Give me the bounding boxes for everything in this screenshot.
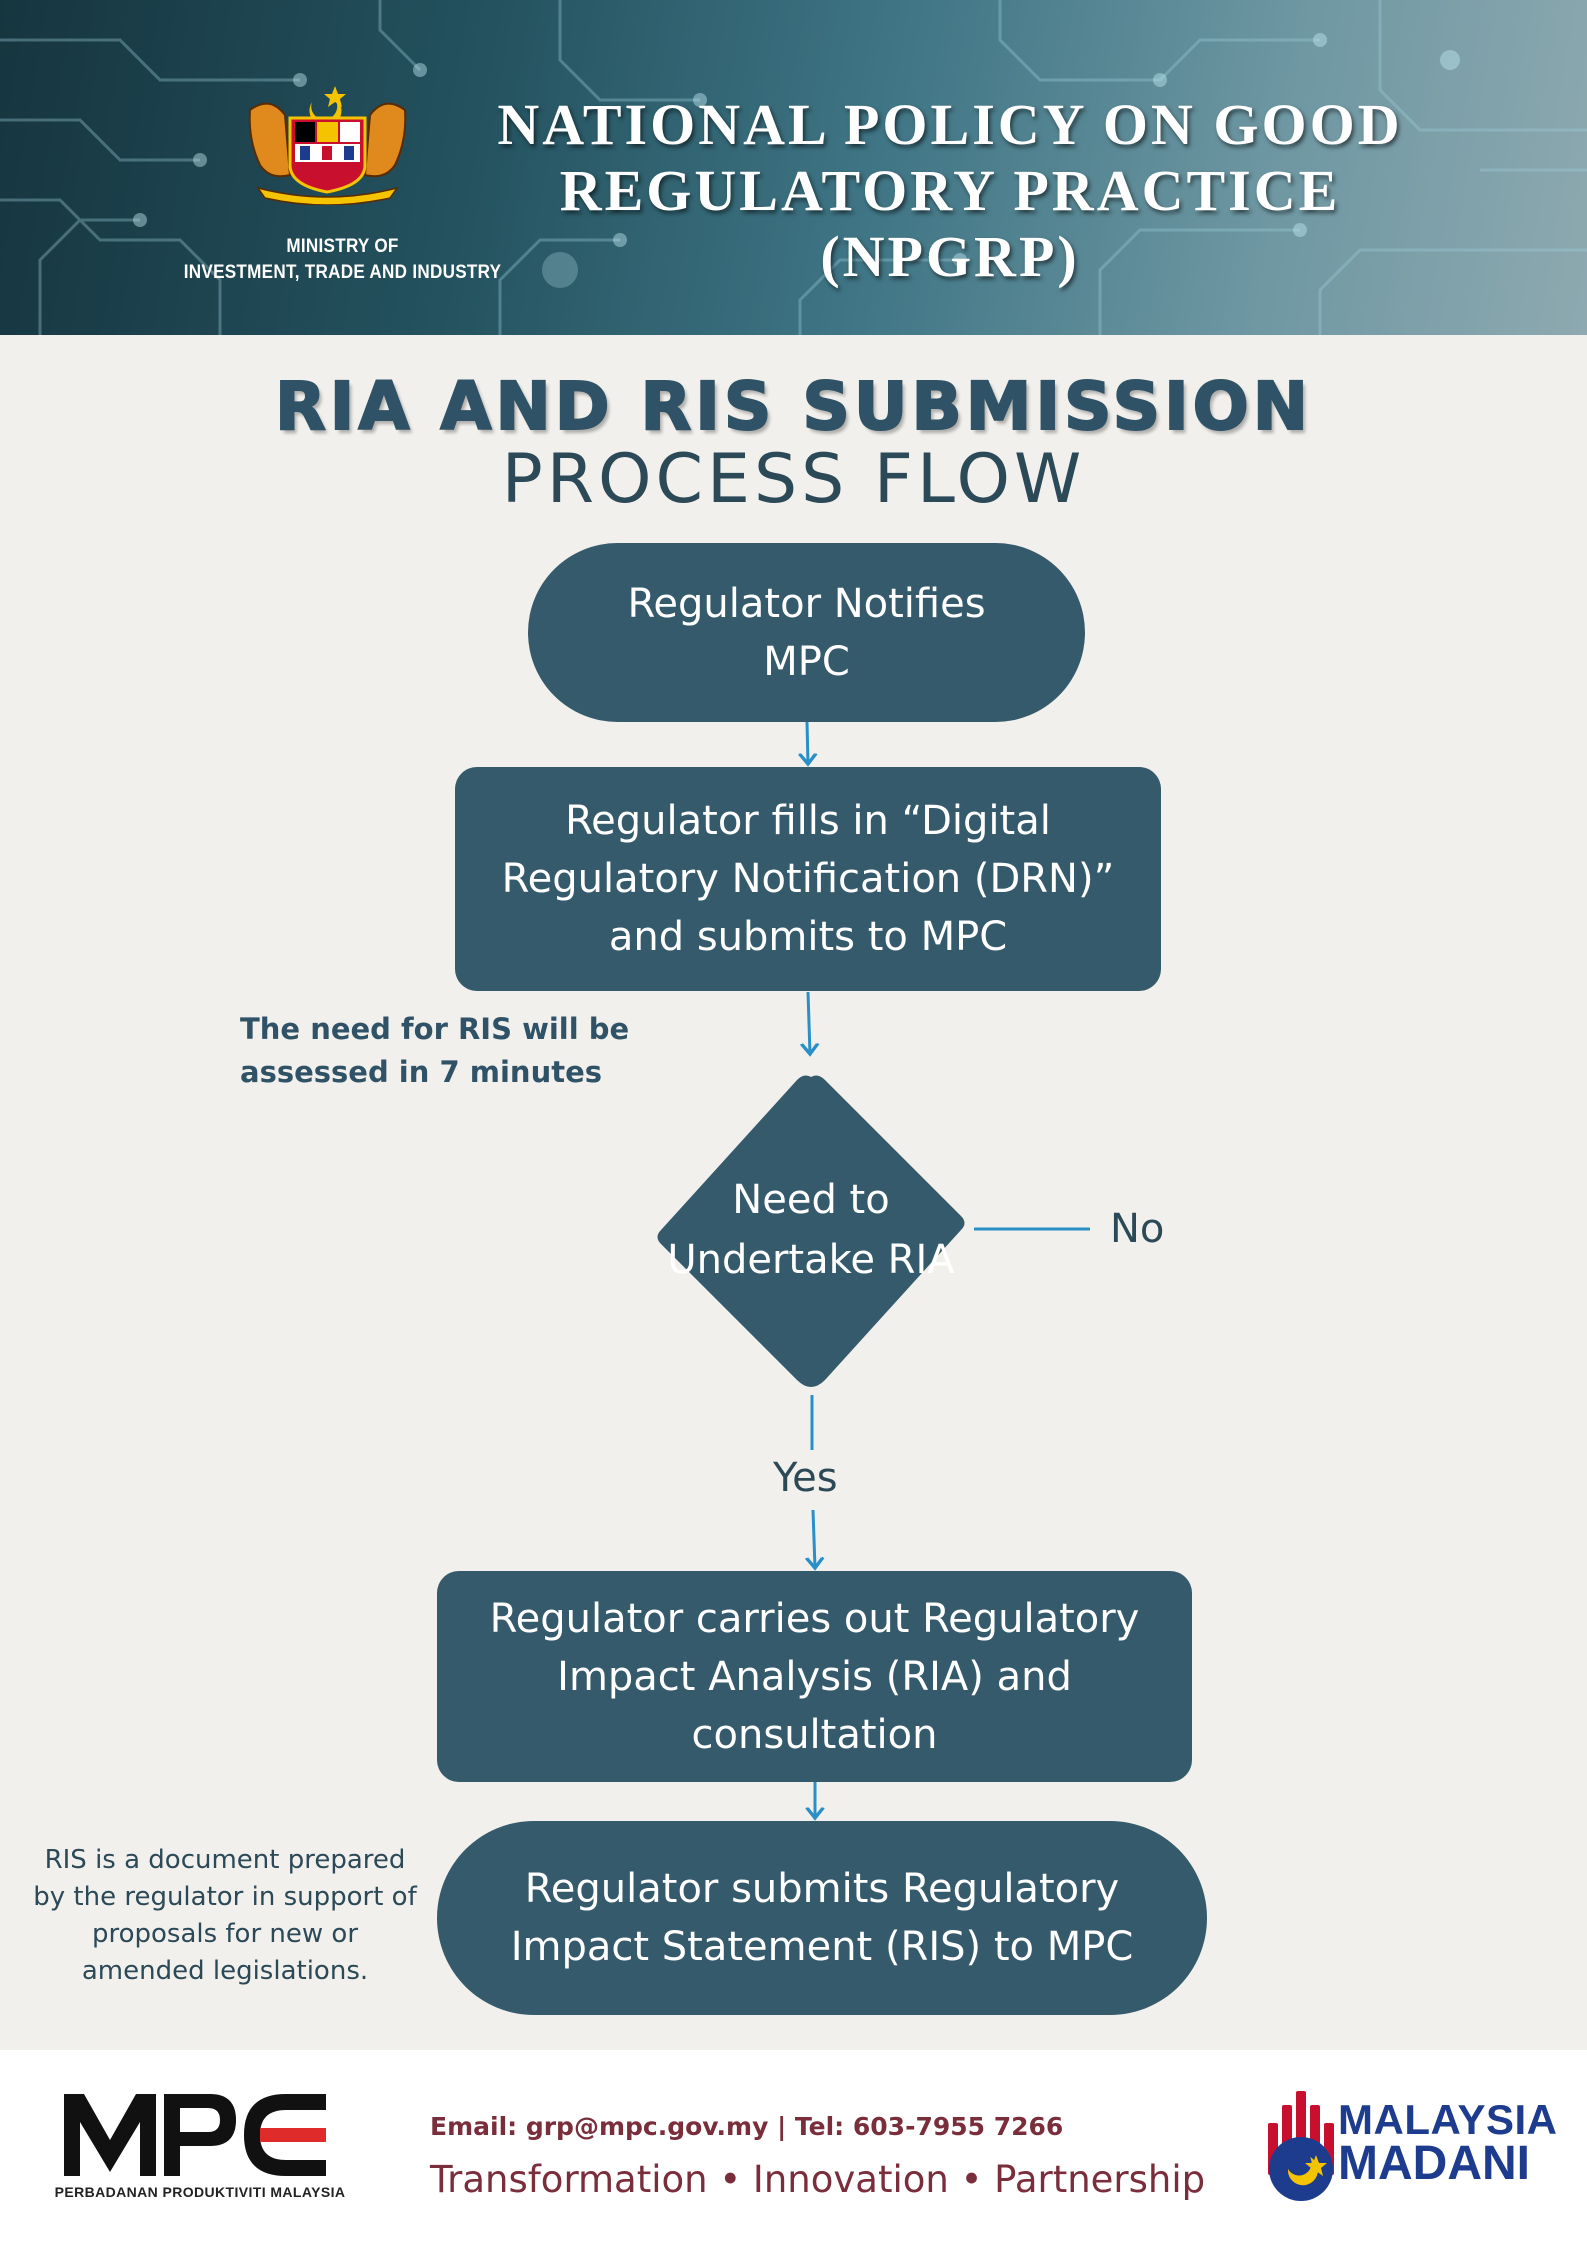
flow-step-carry-out-ria: Regulator carries out Regulatory Impact … — [437, 1571, 1192, 1782]
header-title-line-3: (NPGRP) — [820, 224, 1080, 289]
madani-line-1: MALAYSIA — [1338, 2096, 1558, 2143]
decision-no-label: No — [1110, 1206, 1165, 1252]
ris-note-line-2: by the regulator in support of — [33, 1882, 417, 1912]
decision-label: Need to Undertake RIA — [667, 1177, 955, 1283]
header-title-line-1: NATIONAL POLICY ON GOOD — [497, 92, 1403, 157]
connector-yes-step3 — [813, 1509, 815, 1568]
circuit-board-background — [0, 0, 1587, 335]
malaysia-madani-logo-icon — [1268, 2091, 1334, 2201]
malaysia-coat-of-arms-icon — [248, 86, 407, 205]
page-title: RIA AND RIS SUBMISSION — [274, 367, 1313, 446]
flow-step-submit-ris: Regulator submits Regulatory Impact Stat… — [437, 1821, 1207, 2015]
flow-step-fill-drn: Regulator fills in “Digital Regulatory N… — [455, 767, 1161, 991]
assessment-note-line-2: assessed in 7 minutes — [240, 1055, 603, 1089]
assessment-note-line-1: The need for RIS will be — [240, 1012, 630, 1046]
contact-info: Email: grp@mpc.gov.my | Tel: 603-7955 72… — [430, 2112, 1064, 2141]
tagline: Transformation • Innovation • Partnershi… — [430, 2158, 1206, 2201]
ministry-line-1: MINISTRY OF — [286, 236, 399, 257]
decision-diamond — [657, 1075, 965, 1387]
header-title-line-2: REGULATORY PRACTICE — [559, 158, 1341, 223]
mpc-caption: PERBADANAN PRODUKTIVITI MALAYSIA — [54, 2184, 346, 2200]
header-banner: MINISTRY OF INVESTMENT, TRADE AND INDUST… — [0, 0, 1587, 335]
flow-step-notify-mpc: Regulator Notifies MPC — [528, 543, 1085, 722]
page-subtitle: PROCESS FLOW — [501, 440, 1086, 519]
ministry-name: MINISTRY OF INVESTMENT, TRADE AND INDUST… — [169, 234, 516, 286]
ris-definition-note: RIS is a document prepared by the regula… — [25, 1842, 425, 1990]
ministry-line-2: INVESTMENT, TRADE AND INDUSTRY — [183, 262, 502, 283]
ris-note-line-3: proposals for new or — [91, 1919, 359, 1949]
malaysia-madani-wordmark: MALAYSIA MADANI — [1338, 2096, 1558, 2190]
ris-note-line-4: amended legislations. — [81, 1956, 369, 1986]
decision-yes-label: Yes — [773, 1455, 838, 1501]
connector-step2-decision — [808, 991, 810, 1054]
ris-note-line-1: RIS is a document prepared — [44, 1845, 406, 1875]
connector-step1-step2 — [807, 721, 808, 764]
mpc-logo-icon — [64, 2094, 326, 2176]
assessment-note: The need for RIS will be assessed in 7 m… — [240, 1008, 640, 1094]
header-title: NATIONAL POLICY ON GOOD REGULATORY PRACT… — [440, 92, 1460, 290]
madani-line-2: MADANI — [1338, 2137, 1530, 2190]
